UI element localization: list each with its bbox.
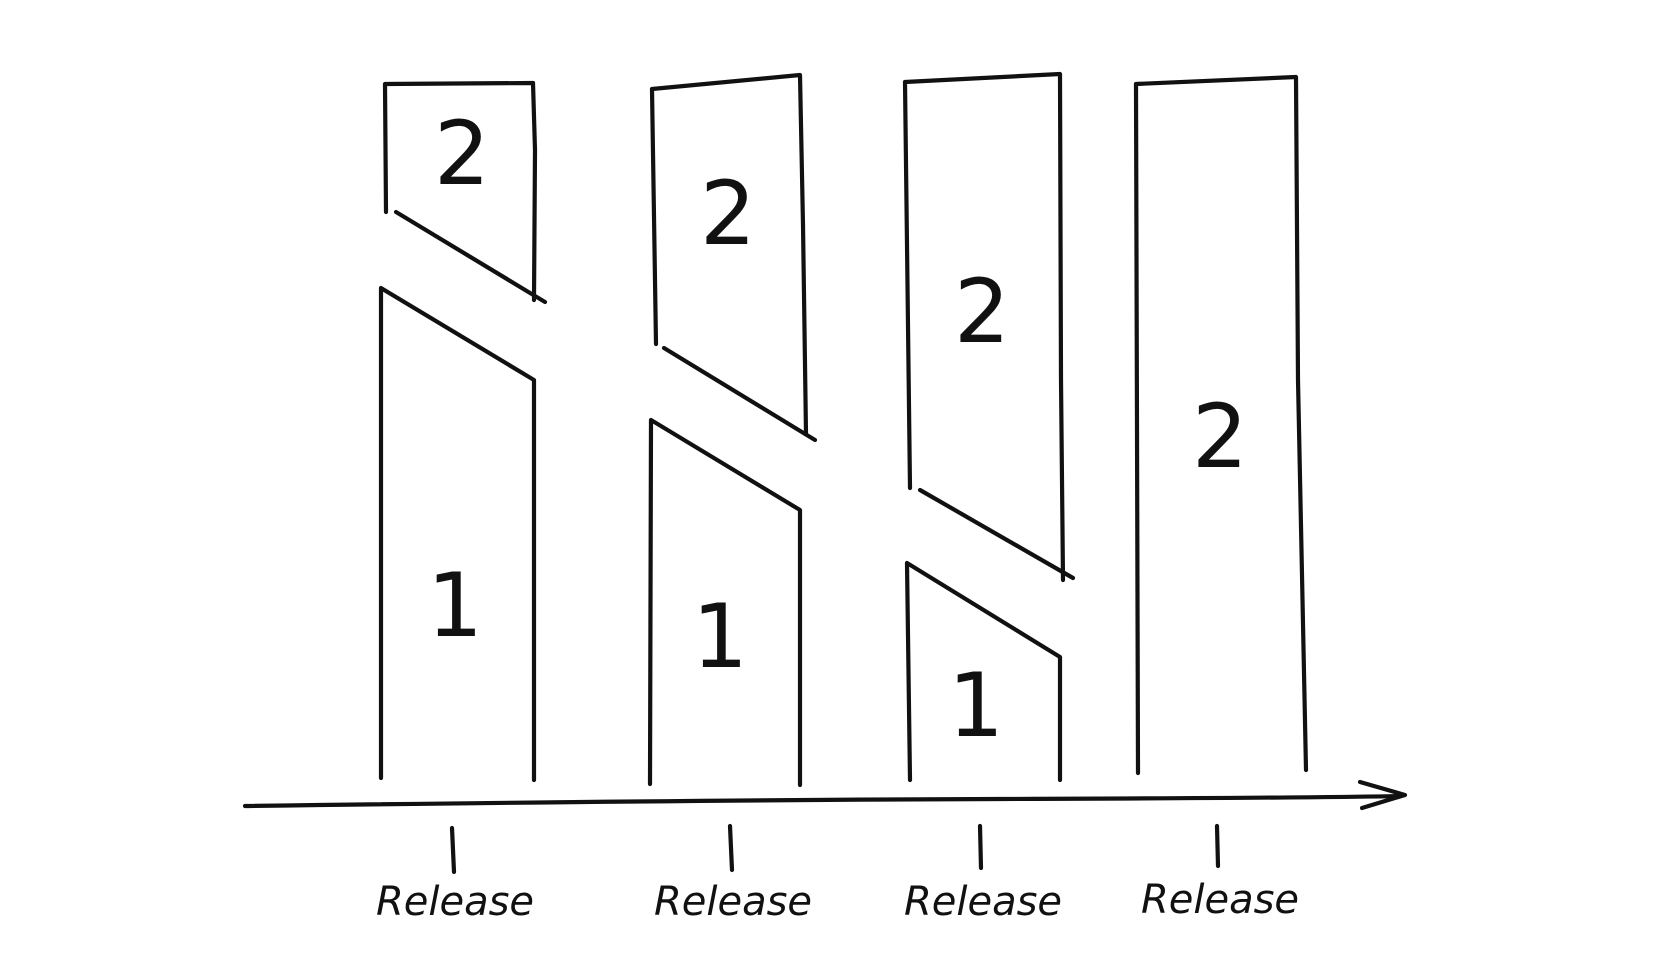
column-1-block-2-outline: [382, 80, 548, 305]
column-2-block-2-outline: [649, 72, 818, 443]
column-2-label-2: 2: [700, 162, 756, 265]
column-4: 2: [1133, 74, 1309, 776]
release-marker-2: Release: [654, 823, 812, 925]
column-4-label-2: 2: [1192, 385, 1248, 488]
release-marker-4: Release: [1141, 823, 1299, 923]
release-marker-1: Release: [376, 825, 534, 925]
column-3-label-2: 2: [954, 260, 1010, 363]
timeline-line: [242, 793, 1403, 809]
column-2: 2 1: [647, 72, 818, 788]
release-tick-4: [1214, 823, 1221, 869]
column-3-label-1: 1: [948, 654, 1004, 757]
release-label-1: Release: [376, 879, 534, 925]
timeline-axis: [242, 779, 1408, 811]
column-1-block-1-outline: [378, 285, 537, 783]
column-1-label-2: 2: [434, 102, 490, 205]
column-4-block-2-outline: [1133, 74, 1309, 776]
column-3: 2 1: [902, 71, 1076, 783]
release-label-2: Release: [654, 879, 812, 925]
release-tick-1: [449, 825, 457, 875]
release-label-4: Release: [1141, 877, 1299, 923]
column-3-block-2-outline: [902, 71, 1076, 583]
release-tick-2: [727, 823, 735, 873]
column-1: 2 1: [378, 80, 548, 783]
timeline-arrowhead: [1357, 779, 1408, 811]
release-label-3: Release: [904, 879, 1062, 925]
column-2-block-1-outline: [647, 417, 803, 788]
column-1-label-1: 1: [427, 554, 483, 657]
release-marker-3: Release: [904, 823, 1062, 925]
column-2-label-1: 1: [692, 585, 748, 688]
column-3-block-1-outline: [904, 560, 1063, 783]
release-tick-3: [977, 823, 984, 871]
